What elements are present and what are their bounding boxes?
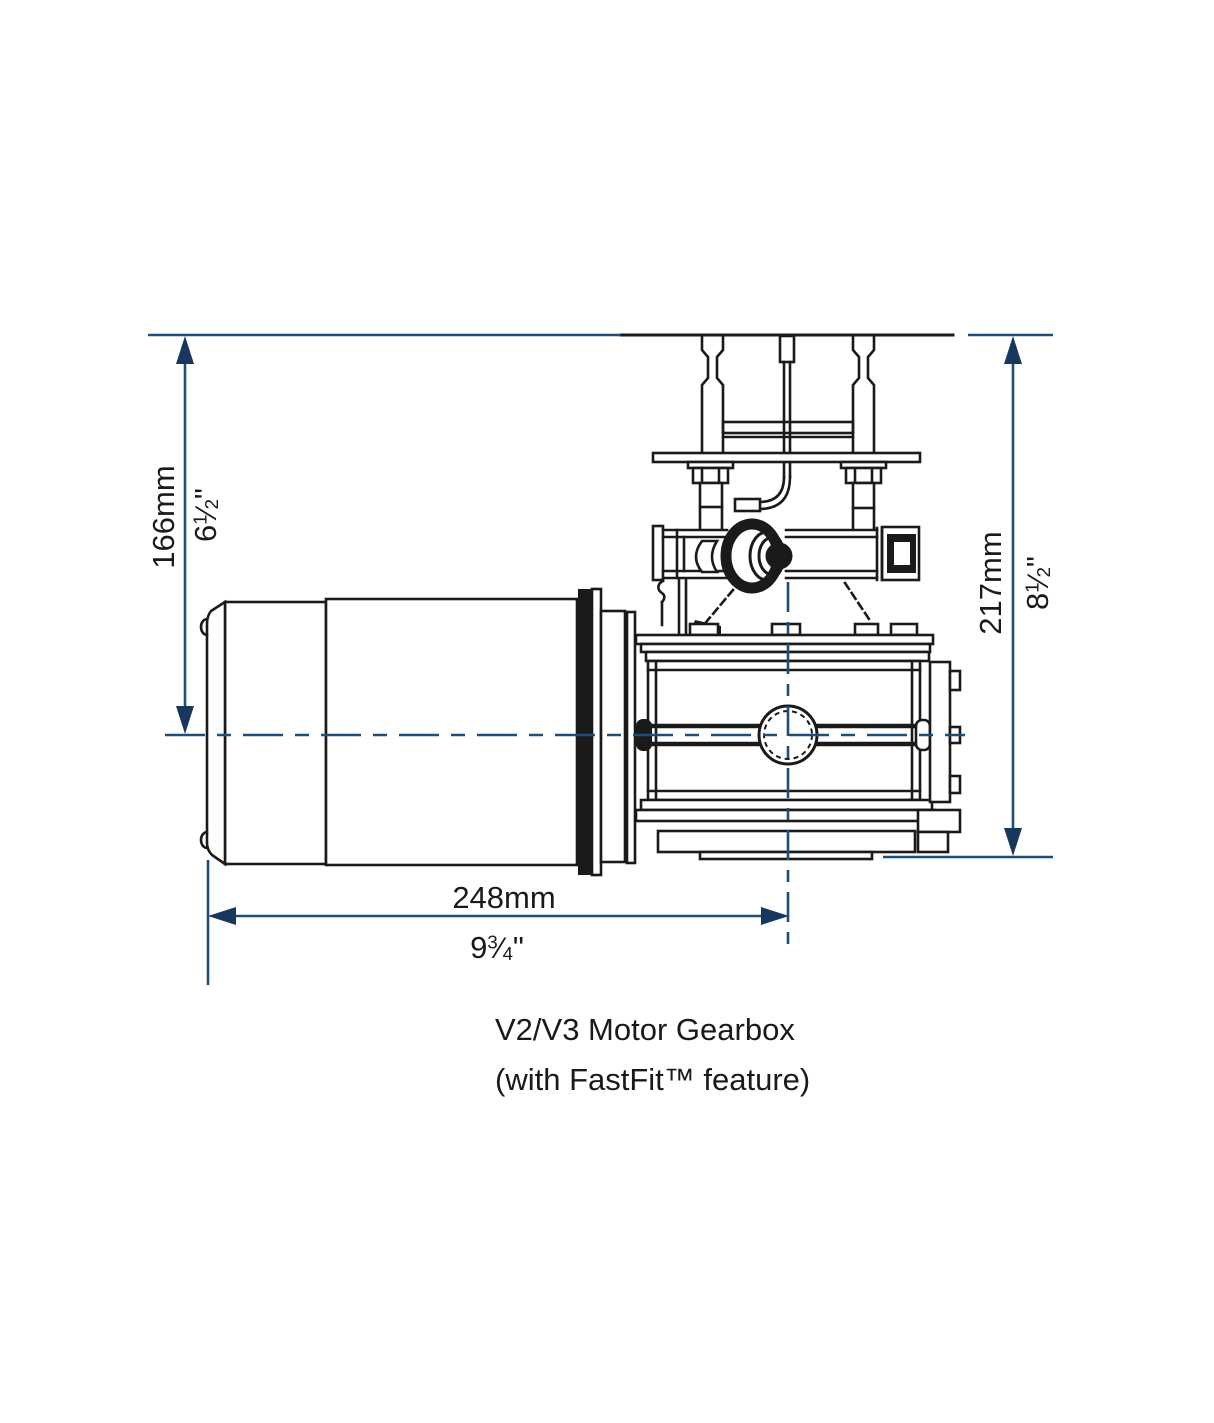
clamp-end-block bbox=[880, 525, 921, 582]
motor-adapter-plate bbox=[625, 610, 637, 865]
dim-height-right-metric: 217mm bbox=[973, 531, 1008, 635]
dim-height-right-imperial: 81⁄2" bbox=[1020, 556, 1056, 610]
inch-whole: 6 bbox=[188, 524, 223, 542]
fraction-slash: ⁄ bbox=[190, 509, 223, 515]
dimension-line-height-left bbox=[176, 336, 194, 734]
mounting-stud-right bbox=[851, 334, 876, 456]
stud-cross-plate bbox=[721, 420, 855, 439]
inch-denominator: 4 bbox=[502, 942, 513, 964]
deck-nut-right bbox=[839, 460, 888, 531]
deck-nut-left bbox=[686, 460, 735, 531]
gland-nose bbox=[765, 542, 793, 570]
motor-assembly bbox=[199, 587, 637, 877]
dim-length-imperial: 93⁄4" bbox=[470, 930, 524, 966]
gland-nut bbox=[720, 518, 784, 594]
cone-edge-right bbox=[843, 581, 873, 624]
dim-height-left-metric: 166mm bbox=[146, 465, 181, 569]
caption-subtitle: (with FastFit™ feature) bbox=[495, 1062, 811, 1097]
fraction-slash: ⁄ bbox=[1022, 577, 1055, 583]
dim-length-metric: 248mm bbox=[452, 880, 556, 915]
deck-plate bbox=[651, 451, 922, 464]
motor-body-main bbox=[324, 597, 579, 867]
extension-lines bbox=[148, 333, 1053, 985]
motor-end-cap bbox=[205, 599, 227, 867]
inch-mark: " bbox=[1020, 556, 1055, 568]
gearbox-end-plate bbox=[928, 660, 952, 804]
cone-edge-left bbox=[700, 588, 735, 629]
inch-denominator: 2 bbox=[200, 499, 222, 510]
motor-seal-ring bbox=[578, 589, 592, 875]
dimension-line-length bbox=[208, 907, 789, 925]
inch-numerator: 1 bbox=[189, 514, 211, 525]
fastfit-clamp-assembly bbox=[651, 518, 921, 636]
clamp-fork bbox=[694, 539, 720, 574]
inch-whole: 8 bbox=[1020, 592, 1055, 610]
caption-title: V2/V3 Motor Gearbox bbox=[495, 1012, 795, 1047]
control-rod bbox=[733, 334, 796, 513]
motor-body-front bbox=[223, 600, 328, 866]
dimension-line-height-right bbox=[1004, 336, 1022, 856]
inch-whole: 9 bbox=[470, 930, 488, 965]
inch-numerator: 3 bbox=[487, 931, 498, 953]
gearbox-bottom-flange bbox=[639, 798, 934, 812]
mounting-stud-left bbox=[700, 334, 725, 456]
inch-mark: " bbox=[188, 488, 223, 500]
dim-height-left-imperial: 61⁄2" bbox=[188, 488, 224, 542]
inch-mark: " bbox=[512, 930, 524, 965]
gearbox-top-flange bbox=[634, 633, 935, 646]
gearbox-assembly bbox=[634, 622, 962, 861]
clamp-hook bbox=[657, 579, 666, 604]
inch-numerator: 1 bbox=[1021, 582, 1043, 593]
inch-denominator: 2 bbox=[1032, 567, 1054, 578]
fraction-slash: ⁄ bbox=[497, 932, 503, 965]
